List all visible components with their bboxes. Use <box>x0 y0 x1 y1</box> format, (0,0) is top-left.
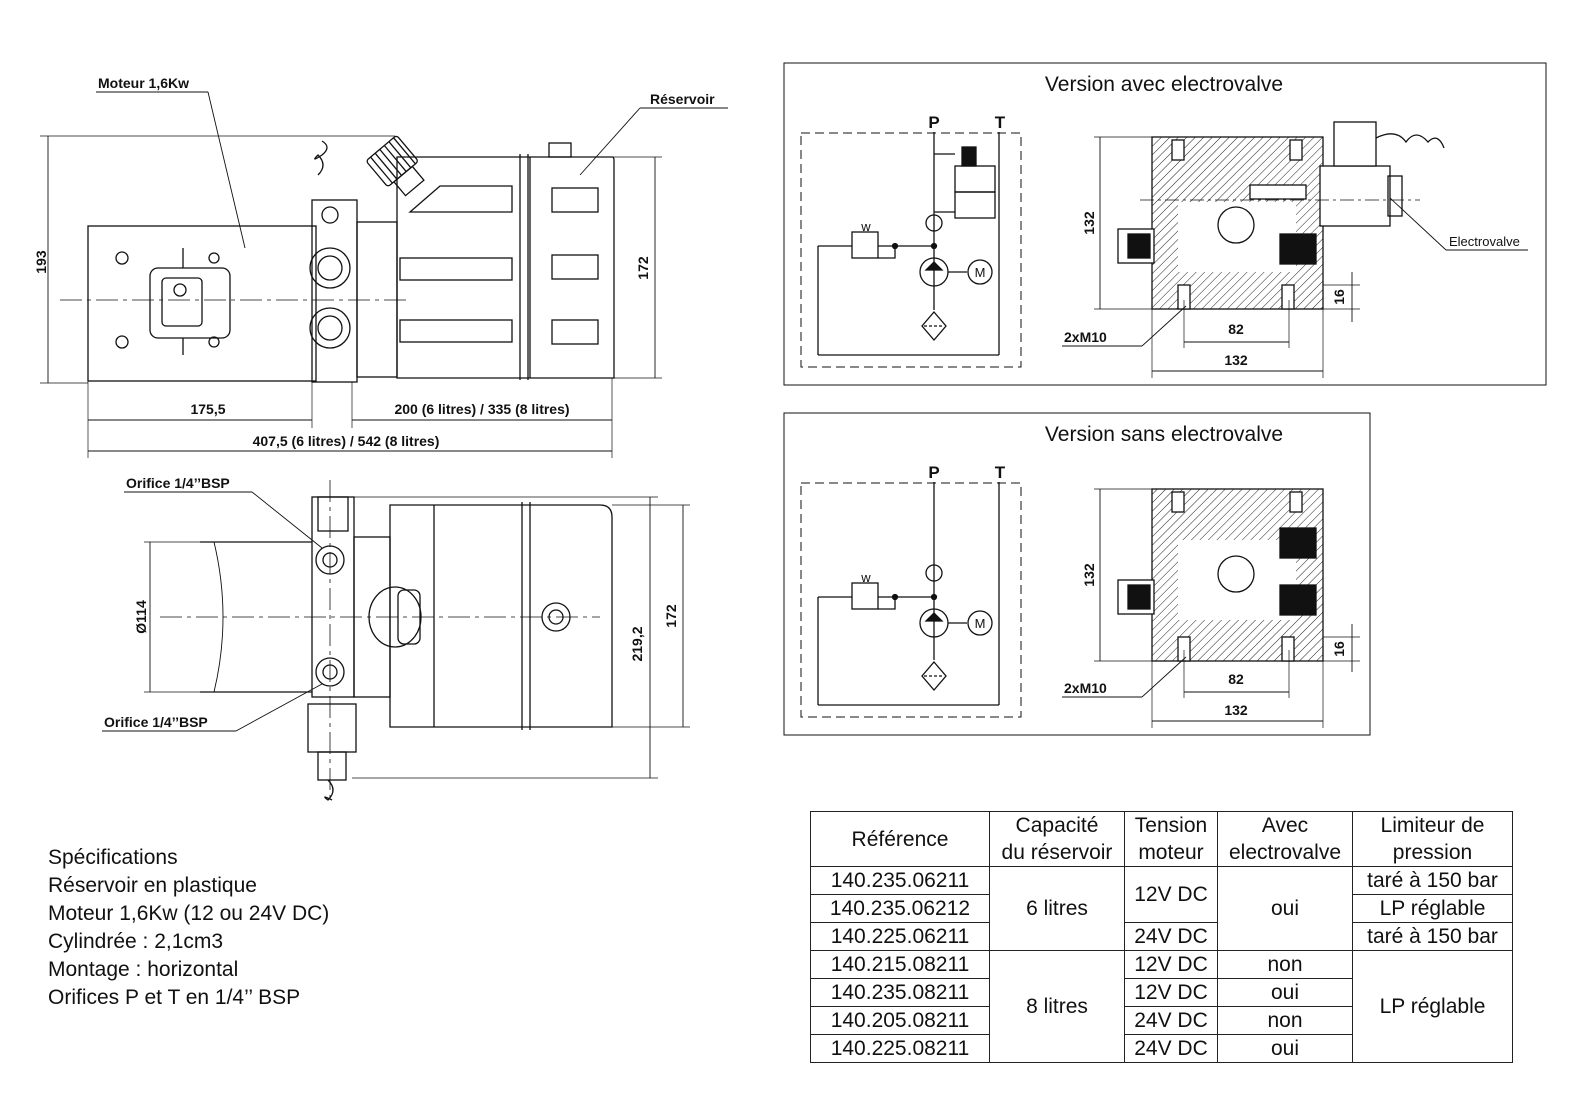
dim-16: 16 <box>1331 641 1347 657</box>
voltage-cell: 24V DC <box>1124 1034 1218 1063</box>
voltage-cell: 24V DC <box>1124 1006 1218 1035</box>
spring-symbol: w <box>860 570 871 585</box>
side-view-labels: Moteur 1,6Kw Réservoir 193 172 175,5 200… <box>33 75 715 449</box>
dim-172-top: 172 <box>635 256 651 280</box>
specifications: Spécifications Réservoir en plastique Mo… <box>48 844 329 1012</box>
spec-line: Réservoir en plastique <box>48 874 257 897</box>
manifold-block <box>311 199 358 383</box>
motor-symbol: M <box>975 616 986 631</box>
capacity-cell: 6 litres <box>989 866 1125 951</box>
voltage-cell: 12V DC <box>1124 950 1218 979</box>
motor-body <box>87 225 317 382</box>
limiter-cell: taré à 150 bar <box>1352 922 1513 951</box>
dim-132-horizontal: 132 <box>1224 702 1248 718</box>
dim-dia-114: Ø114 <box>133 600 149 634</box>
dim-total-width: 407,5 (6 litres) / 542 (8 litres) <box>253 433 440 449</box>
capacity-cell: 8 litres <box>989 950 1125 1063</box>
label-orifice-bottom: Orifice 1/4’’BSP <box>104 714 208 730</box>
dim-82: 82 <box>1228 671 1244 687</box>
dim-193: 193 <box>33 250 49 274</box>
label-moteur: Moteur 1,6Kw <box>98 75 189 91</box>
motor-symbol: M <box>975 265 986 280</box>
table-row: 140.225.08211 24V DC oui <box>810 1034 1513 1063</box>
table-row: 140.235.06212 LP réglable <box>810 894 1513 923</box>
voltage-cell: 12V DC <box>1124 978 1218 1007</box>
electrovalve-cell: oui <box>1217 978 1353 1007</box>
port-p: P <box>928 113 939 132</box>
table-row: 140.215.08211 8 litres 12V DC non LP rég… <box>810 950 1513 1063</box>
label-thread: 2xM10 <box>1064 680 1107 696</box>
table-row: 140.225.06211 24V DC taré à 150 bar <box>810 922 1513 951</box>
spec-line: Montage : horizontal <box>48 958 239 981</box>
tank <box>396 156 615 379</box>
side-view <box>40 91 728 458</box>
ref-cell: 140.205.08211 <box>810 1006 990 1035</box>
dim-219-2: 219,2 <box>629 626 645 661</box>
dim-175-5: 175,5 <box>190 401 225 417</box>
spec-line: Spécifications <box>48 846 178 869</box>
port-t: T <box>995 463 1006 482</box>
panel-title-avec: Version avec electrovalve <box>1045 73 1283 96</box>
limiter-cell: LP réglable <box>1352 950 1513 1063</box>
dim-132-vertical: 132 <box>1081 563 1097 587</box>
port-t: T <box>995 113 1006 132</box>
ref-cell: 140.225.08211 <box>810 1034 990 1063</box>
ref-cell: 140.215.08211 <box>810 950 990 979</box>
voltage-cell: 24V DC <box>1124 922 1218 951</box>
ref-cell: 140.235.06211 <box>810 866 990 895</box>
label-reservoir: Réservoir <box>650 91 715 107</box>
ref-cell: 140.225.06211 <box>810 922 990 951</box>
dim-82: 82 <box>1228 321 1244 337</box>
label-orifice-top: Orifice 1/4’’BSP <box>126 475 230 491</box>
label-electrovalve: Electrovalve <box>1449 234 1520 249</box>
dim-172-bottom: 172 <box>663 604 679 628</box>
dim-132-horizontal: 132 <box>1224 352 1248 368</box>
spec-line: Moteur 1,6Kw (12 ou 24V DC) <box>48 902 330 925</box>
electrovalve-cell: oui <box>1217 1034 1353 1063</box>
electrovalve-cell: non <box>1217 950 1353 979</box>
panel-avec <box>783 62 1547 386</box>
spec-line: Cylindrée : 2,1cm3 <box>48 930 224 953</box>
spring-symbol: w <box>860 219 871 234</box>
port-p: P <box>928 463 939 482</box>
table-row: 140.235.08211 12V DC oui <box>810 978 1513 1007</box>
table-row: 140.235.06211 6 litres 12V DC oui taré à… <box>810 866 1513 951</box>
panel-title-sans: Version sans electrovalve <box>1045 423 1283 446</box>
panel-sans <box>783 412 1371 736</box>
electrovalve-cell: oui <box>1217 866 1353 951</box>
electrovalve-cell: non <box>1217 1006 1353 1035</box>
dim-tank-width: 200 (6 litres) / 335 (8 litres) <box>394 401 569 417</box>
panel-sans-labels: Version sans electrovalve P T M w 132 82… <box>860 423 1347 718</box>
ref-cell: 140.235.08211 <box>810 978 990 1007</box>
dim-16: 16 <box>1331 289 1347 305</box>
label-thread: 2xM10 <box>1064 329 1107 345</box>
top-view-labels: Orifice 1/4’’BSP Orifice 1/4’’BSP Ø114 2… <box>104 475 679 730</box>
panel-avec-labels: Version avec electrovalve P T M w 132 82… <box>860 73 1520 368</box>
voltage-cell: 12V DC <box>1124 866 1218 923</box>
terminal-box <box>149 267 231 339</box>
ref-cell: 140.235.06212 <box>810 894 990 923</box>
dim-132-vertical: 132 <box>1081 211 1097 235</box>
header-reference: Référence <box>810 811 990 867</box>
spec-line: Orifices P et T en 1/4’’ BSP <box>48 986 301 1009</box>
limiter-cell: taré à 150 bar <box>1352 866 1513 895</box>
limiter-cell: LP réglable <box>1352 894 1513 923</box>
top-view <box>102 480 690 801</box>
